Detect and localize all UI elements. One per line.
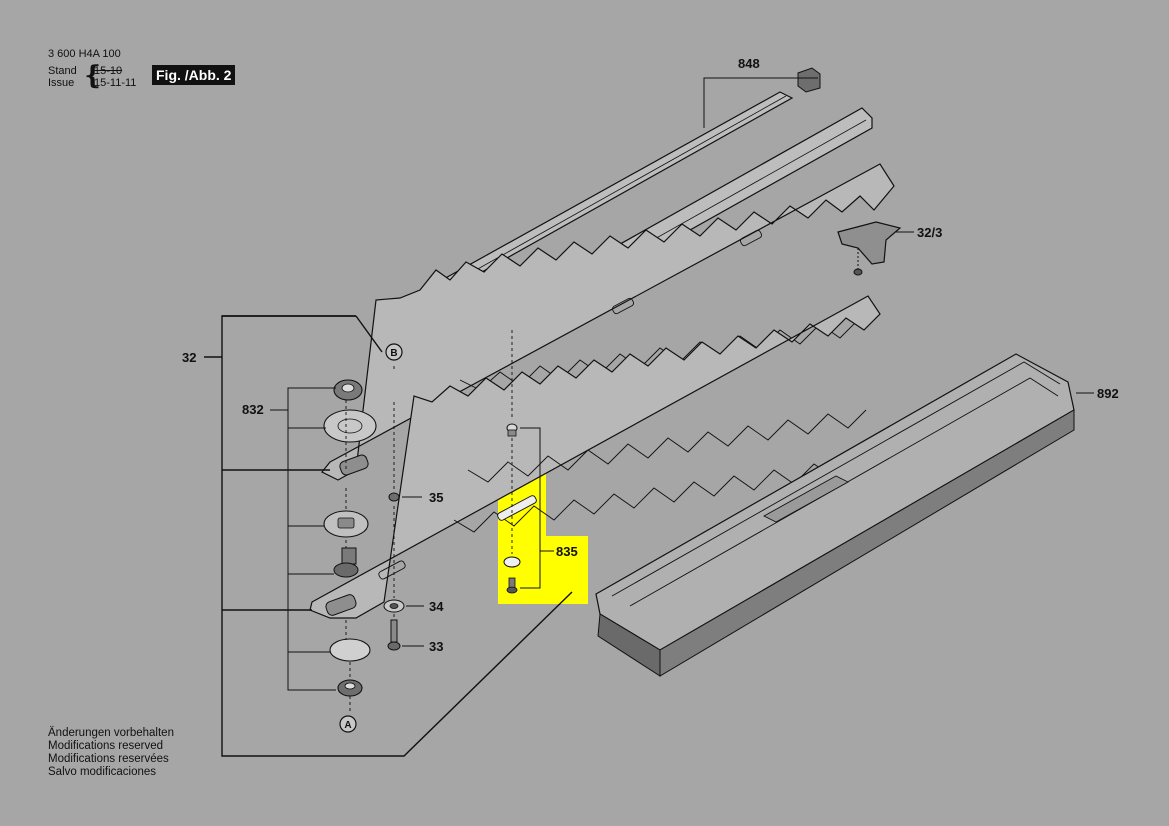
circle-marker-b: B xyxy=(385,343,403,361)
marker-a-label: A xyxy=(344,720,351,731)
issue-date: 15-11-11 xyxy=(94,77,137,89)
old-date: 15-10 xyxy=(94,65,123,77)
drive-assembly xyxy=(323,379,377,697)
screw-33 xyxy=(387,619,424,651)
cover-plate-32-3 xyxy=(837,221,914,276)
marker-b-label: B xyxy=(390,348,397,359)
bracket-32 xyxy=(204,315,573,757)
label-35: 35 xyxy=(429,490,443,505)
figure-label: Fig. /Abb. 2 xyxy=(152,65,236,85)
label-32-3: 32/3 xyxy=(917,225,942,240)
highlight-835-label xyxy=(546,536,588,604)
label-835: 835 xyxy=(556,544,578,559)
blade-guard-892 xyxy=(595,353,1094,677)
bolt-set-835 xyxy=(503,423,554,594)
label-33: 33 xyxy=(429,639,443,654)
label-34: 34 xyxy=(429,599,444,614)
circle-marker-a: A xyxy=(339,715,357,733)
brace-icon: ❴ xyxy=(82,60,104,90)
ring-35 xyxy=(388,492,422,502)
lower-cutter-blade xyxy=(309,295,881,619)
doc-number: 3 600 H4A 100 xyxy=(48,48,121,60)
label-892: 892 xyxy=(1097,386,1119,401)
modifications-fr: Modifications reservées xyxy=(48,753,169,765)
issue-label: Issue xyxy=(48,77,75,89)
modifications-en: Modifications reserved xyxy=(48,740,164,752)
label-832: 832 xyxy=(242,402,264,417)
stand-label: Stand xyxy=(48,65,77,77)
label-32: 32 xyxy=(182,350,196,365)
washer-34 xyxy=(383,599,424,613)
label-848: 848 xyxy=(738,56,760,71)
modifications-es: Salvo modificaciones xyxy=(48,766,157,778)
bracket-832 xyxy=(270,387,336,691)
modifications-de: Änderungen vorbehalten xyxy=(48,727,174,739)
axis-lines xyxy=(345,330,513,712)
modifications-note: Änderungen vorbehalten Modifications res… xyxy=(48,727,174,779)
